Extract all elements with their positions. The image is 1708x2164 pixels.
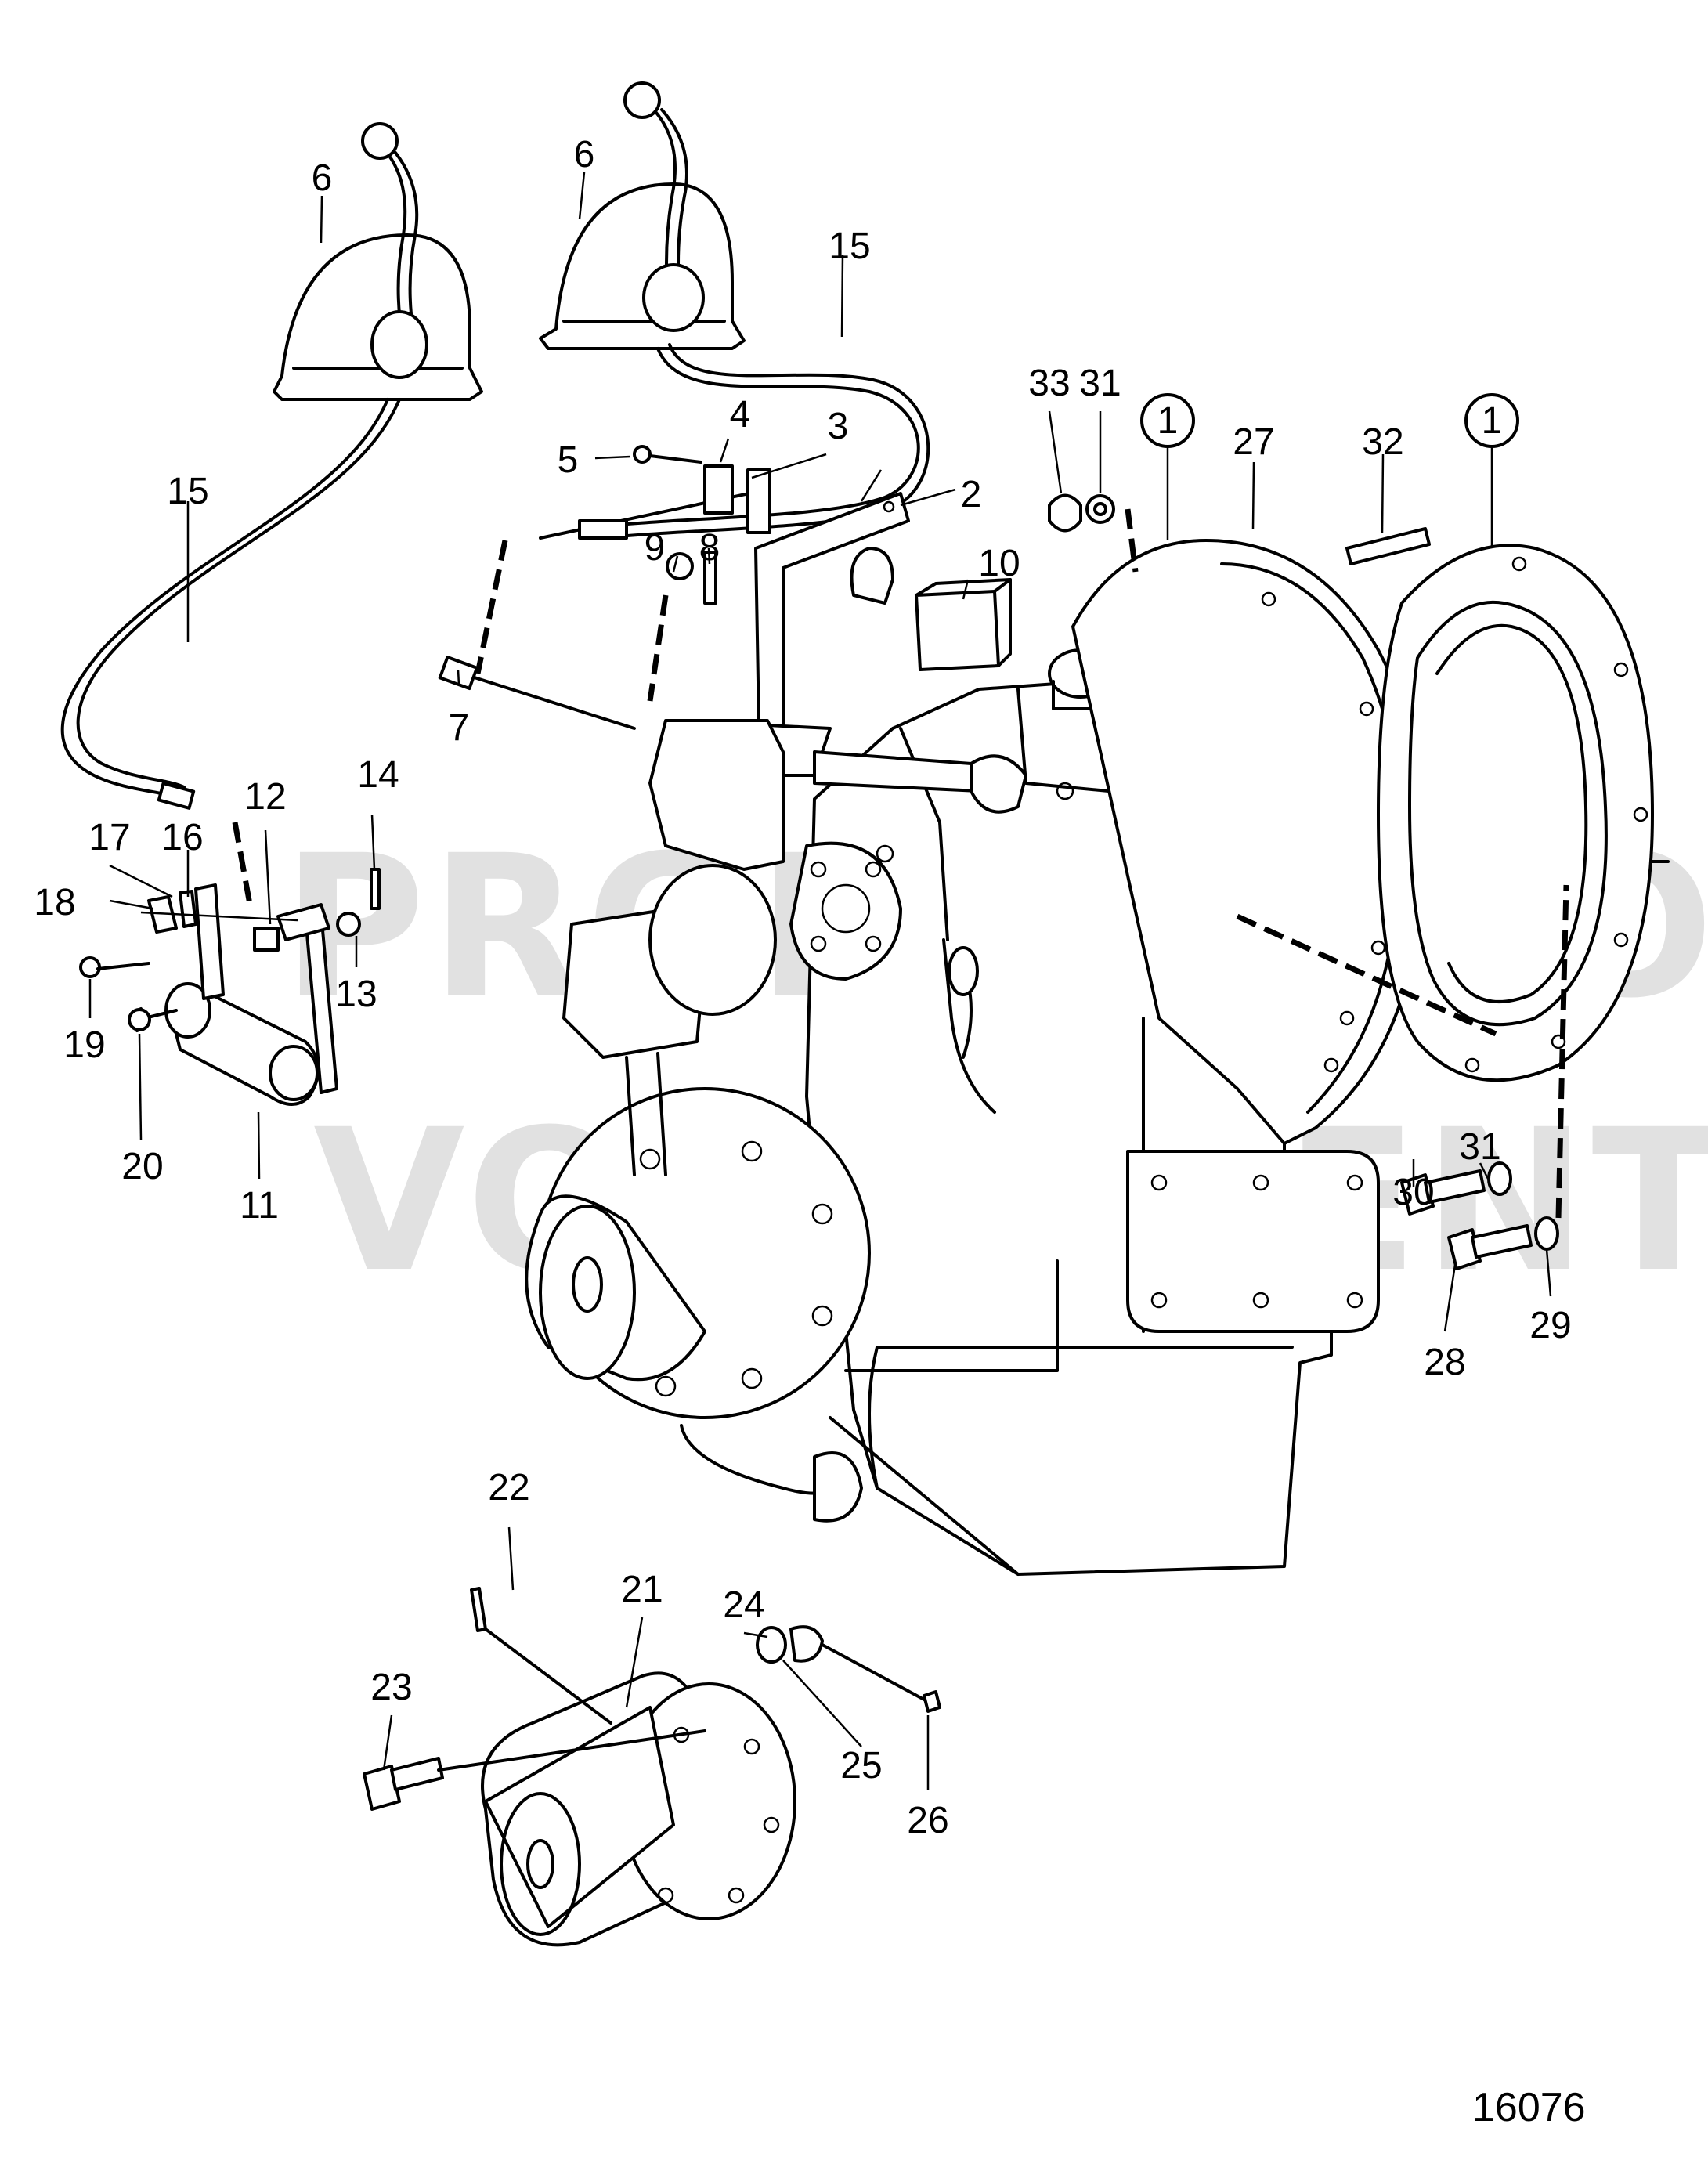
callout-2: 2 — [961, 474, 982, 515]
loose-coupling — [363, 1587, 941, 1947]
callout-circle-1b — [1464, 393, 1519, 548]
callout-6: 6 — [312, 157, 333, 199]
bolts-right — [1048, 493, 1569, 1270]
callout-1: 1 — [1482, 400, 1503, 442]
adapter-ring — [1377, 544, 1670, 1082]
output-coupling — [525, 1087, 871, 1523]
clamp — [633, 445, 771, 534]
callout-6: 6 — [574, 134, 595, 175]
callout-circle-1a — [1140, 393, 1195, 540]
callout-8: 8 — [699, 527, 720, 569]
callout-31: 31 — [1079, 363, 1121, 404]
callout-15: 15 — [167, 471, 208, 512]
callout-14: 14 — [357, 754, 399, 796]
control-lever-left — [273, 122, 483, 401]
callout-12: 12 — [244, 776, 286, 818]
callout-22: 22 — [488, 1467, 529, 1508]
callout-11: 11 — [240, 1185, 279, 1227]
callout-13: 13 — [335, 974, 377, 1015]
callout-31: 31 — [1459, 1126, 1500, 1168]
callout-32: 32 — [1362, 421, 1403, 463]
callout-16: 16 — [161, 817, 203, 858]
cover-plate — [1126, 1150, 1380, 1333]
control-cable-left — [60, 398, 401, 909]
callout-5: 5 — [558, 439, 579, 481]
callout-26: 26 — [907, 1800, 948, 1841]
callout-30: 30 — [1392, 1172, 1434, 1213]
callout-4: 4 — [730, 394, 751, 435]
callout-33: 33 — [1028, 363, 1070, 404]
callout-9: 9 — [645, 527, 666, 569]
callout-7: 7 — [449, 707, 470, 749]
callout-10: 10 — [978, 543, 1020, 584]
callout-18: 18 — [34, 882, 75, 923]
callout-29: 29 — [1529, 1305, 1571, 1346]
callout-25: 25 — [840, 1745, 882, 1786]
callout-21: 21 — [621, 1569, 663, 1610]
control-lever-right — [539, 81, 746, 350]
linkage-rod-upper — [438, 488, 769, 730]
callout-17: 17 — [88, 817, 130, 858]
pin-and-nut-8-9 — [647, 551, 717, 702]
callout-23: 23 — [370, 1667, 412, 1708]
callout-15: 15 — [829, 226, 870, 267]
leader-lines — [88, 172, 1552, 1790]
callout-19: 19 — [63, 1024, 105, 1066]
callout-27: 27 — [1233, 421, 1274, 463]
callout-20: 20 — [121, 1146, 163, 1187]
shift-housing — [562, 719, 979, 1176]
actuator-assembly — [79, 868, 381, 1106]
callout-28: 28 — [1424, 1342, 1465, 1383]
callout-labels: 1 1 2 3 4 5 6 6 7 8 9 10 11 12 13 14 15 … — [34, 134, 1571, 1841]
callout-24: 24 — [723, 1584, 764, 1626]
callout-3: 3 — [828, 406, 849, 447]
figure-number: 16076 — [1472, 2085, 1586, 2130]
callout-1: 1 — [1157, 400, 1179, 442]
solenoid-box-10 — [915, 578, 1012, 671]
